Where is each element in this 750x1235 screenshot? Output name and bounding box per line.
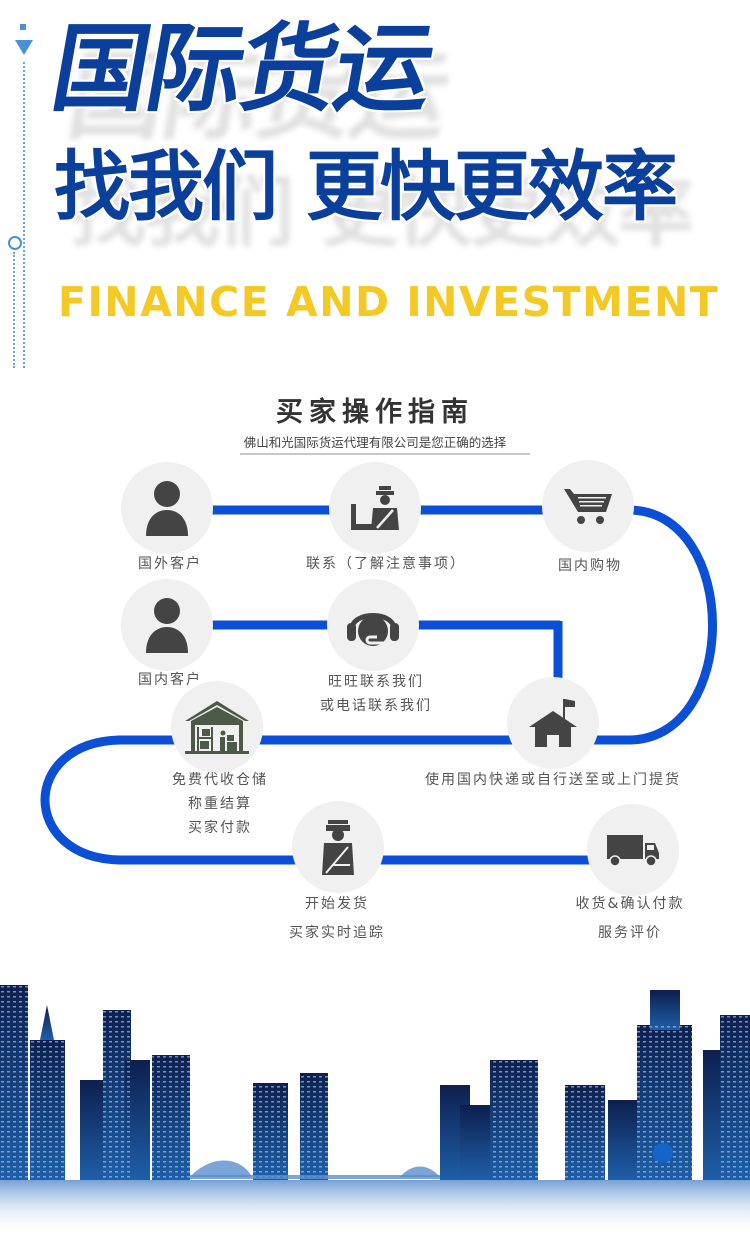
headline-line-2: 找我们更快更效率 [54, 142, 678, 232]
step-label: 旺旺联系我们或电话联系我们 [320, 674, 432, 714]
step-label: 国内购物 [558, 558, 622, 574]
headline-part-b: 更快更效率 [306, 142, 678, 231]
truck-icon [607, 835, 659, 867]
headline-part-a: 找我们 [54, 142, 278, 231]
step-receive [587, 804, 679, 896]
shopping-cart-icon [564, 489, 612, 524]
step-ship [292, 801, 384, 893]
dotted-line [23, 62, 25, 368]
step-warehouse [171, 681, 263, 773]
house-flag-icon [529, 699, 577, 747]
step-label: 联系（了解注意事项） [306, 556, 466, 572]
step-domestic-shopping [542, 460, 634, 552]
triangle-down-icon [15, 40, 33, 55]
step-domestic-customer [121, 579, 213, 671]
step-contact [329, 462, 421, 554]
headline-shadow: 找我们更快更效率 [70, 168, 694, 257]
guide-title: 买家操作指南 [276, 397, 474, 428]
person-icon [146, 481, 188, 536]
step-overseas-customer [121, 462, 213, 554]
step-label: 国外客户 [138, 556, 202, 572]
step-label: 开始发货买家实时追踪 [289, 896, 385, 941]
step-label: 免费代收仓储称重结算买家付款 [172, 772, 268, 836]
officer-icon [322, 820, 354, 875]
guide-subtitle: 佛山和光国际货运代理有限公司是您正确的选择 [243, 435, 507, 450]
city-skyline-illustration [0, 985, 750, 1235]
decorative-square [20, 24, 26, 30]
step-label: 使用国内快递或自行送至或上门提货 [425, 772, 681, 788]
divider [240, 453, 530, 455]
customs-officer-icon [351, 486, 399, 530]
warehouse-icon [185, 701, 249, 754]
dotted-line [13, 252, 15, 368]
headset-icon [347, 613, 399, 646]
ring-icon [8, 236, 22, 250]
step-deliver-to-warehouse [507, 677, 599, 769]
step-wangwang-contact [327, 579, 419, 671]
step-label: 国内客户 [138, 672, 202, 688]
english-subtitle: FINANCE AND INVESTMENT [58, 278, 720, 326]
person-icon [146, 598, 188, 653]
step-label: 收货&确认付款服务评价 [575, 896, 685, 941]
